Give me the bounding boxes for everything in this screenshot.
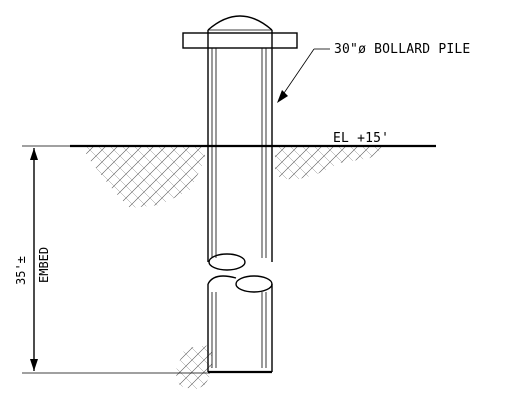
elevation-label: EL +15' (333, 131, 389, 146)
embed-word-label: EMBED (37, 247, 51, 283)
pile-lower (207, 275, 273, 374)
pile-leader (277, 48, 330, 103)
embed-depth-label: 35'± (14, 256, 28, 285)
pile-upper (182, 15, 298, 271)
soil-hatch-right (275, 147, 385, 180)
pile-label: 30"ø BOLLARD PILE (334, 42, 470, 57)
soil-hatch-bottom (175, 345, 212, 390)
embed-dimension (22, 145, 210, 374)
soil-hatch-left (82, 147, 205, 208)
